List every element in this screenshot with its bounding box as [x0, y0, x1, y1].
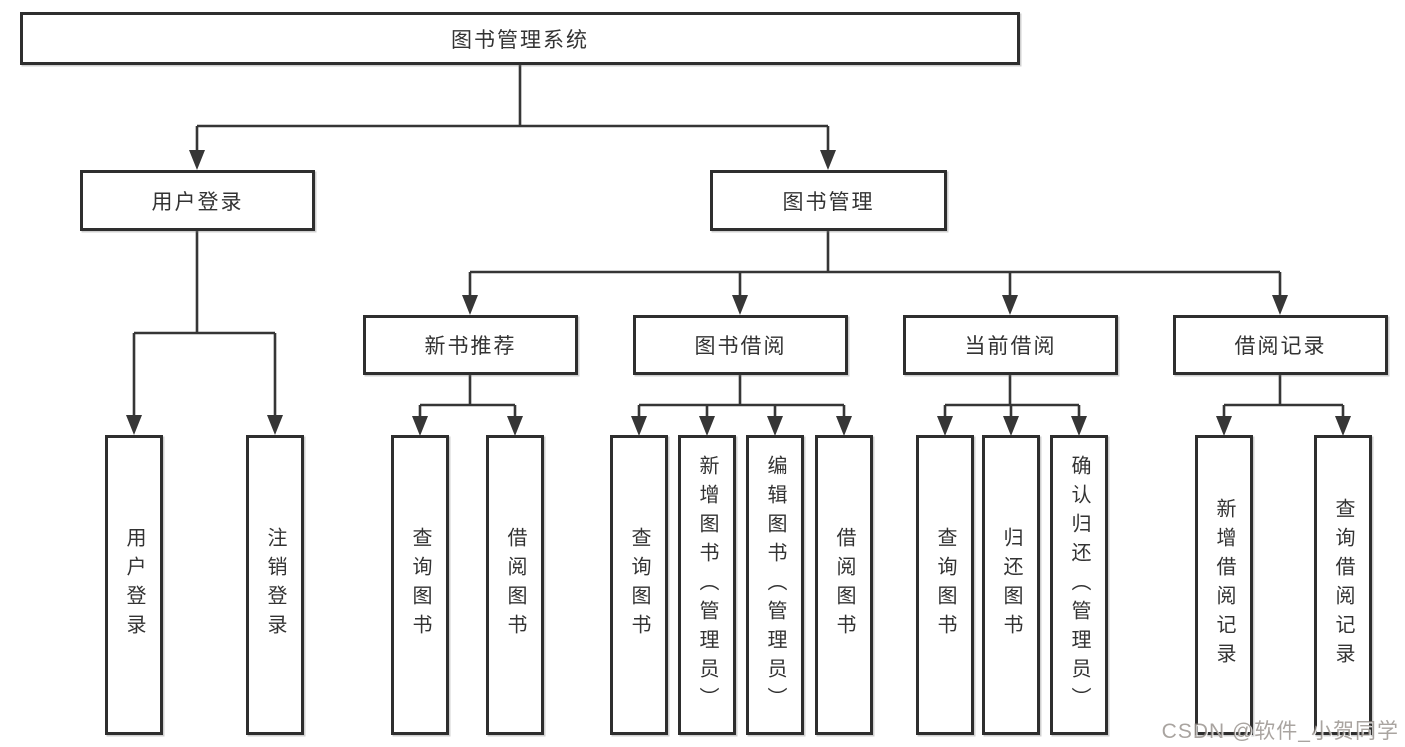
- leaf-confirm-return-admin-label: 确认归还（管理员）: [1068, 454, 1090, 716]
- arrow-down-icon: [1003, 416, 1019, 436]
- leaf-add-borrow-record-label: 新增借阅记录: [1213, 498, 1235, 672]
- node-user-login: 用户登录: [80, 170, 315, 231]
- node-book-borrowing: 图书借阅: [633, 315, 848, 375]
- leaf-query-books-current: 查询图书: [916, 435, 974, 735]
- arrow-down-icon: [767, 416, 783, 436]
- node-book-borrowing-label: 图书借阅: [694, 335, 787, 358]
- connector-user-login-children: [126, 231, 283, 435]
- leaf-confirm-return-admin: 确认归还（管理员）: [1050, 435, 1108, 735]
- leaf-borrow-books-borrowing: 借阅图书: [815, 435, 873, 735]
- arrow-down-icon: [189, 150, 205, 170]
- node-book-management-label: 图书管理: [782, 190, 875, 214]
- connector-root-to-level2: [189, 65, 836, 170]
- leaf-borrow-books-borrowing-label: 借阅图书: [833, 527, 855, 643]
- leaf-logout: 注销登录: [246, 435, 304, 735]
- node-root: 图书管理系统: [20, 12, 1020, 65]
- arrow-down-icon: [631, 416, 647, 436]
- arrow-down-icon: [1335, 416, 1351, 436]
- arrow-down-icon: [1071, 416, 1087, 436]
- arrow-down-icon: [412, 416, 428, 436]
- leaf-query-books-recommend-label: 查询图书: [409, 527, 431, 643]
- connector-book-borrowing-children: [631, 375, 852, 436]
- arrow-down-icon: [1002, 295, 1018, 315]
- node-user-login-label: 用户登录: [151, 190, 244, 214]
- connector-book-management-children: [462, 231, 1288, 315]
- leaf-query-borrow-record-label: 查询借阅记录: [1332, 498, 1354, 672]
- arrow-down-icon: [1216, 416, 1232, 436]
- leaf-borrow-books-recommend-label: 借阅图书: [504, 527, 526, 643]
- node-current-borrowing: 当前借阅: [903, 315, 1118, 375]
- leaf-return-books: 归还图书: [982, 435, 1040, 735]
- leaf-edit-books-admin: 编辑图书（管理员）: [746, 435, 804, 735]
- leaf-query-books-recommend: 查询图书: [391, 435, 449, 735]
- arrow-down-icon: [462, 295, 478, 315]
- leaf-user-login: 用户登录: [105, 435, 163, 735]
- node-borrowing-records-label: 借阅记录: [1234, 335, 1327, 358]
- node-borrowing-records: 借阅记录: [1173, 315, 1388, 375]
- node-book-management: 图书管理: [710, 170, 947, 231]
- connector-borrowing-records-children: [1216, 375, 1351, 436]
- connector-new-book-recommend-children: [412, 375, 523, 436]
- node-current-borrowing-label: 当前借阅: [964, 335, 1057, 358]
- leaf-return-books-label: 归还图书: [1000, 527, 1022, 643]
- watermark: CSDN @软件_小贺同学: [1161, 720, 1399, 743]
- arrow-down-icon: [836, 416, 852, 436]
- arrow-down-icon: [1272, 295, 1288, 315]
- leaf-add-borrow-record: 新增借阅记录: [1195, 435, 1253, 735]
- arrow-down-icon: [267, 415, 283, 435]
- arrow-down-icon: [937, 416, 953, 436]
- leaf-add-books-admin-label: 新增图书（管理员）: [696, 454, 718, 716]
- node-new-book-recommend: 新书推荐: [363, 315, 578, 375]
- leaf-borrow-books-recommend: 借阅图书: [486, 435, 544, 735]
- leaf-logout-label: 注销登录: [264, 527, 286, 643]
- node-new-book-recommend-label: 新书推荐: [424, 335, 517, 358]
- node-root-label: 图书管理系统: [451, 28, 589, 52]
- arrow-down-icon: [732, 295, 748, 315]
- leaf-query-books-borrowing-label: 查询图书: [628, 527, 650, 643]
- arrow-down-icon: [820, 150, 836, 170]
- leaf-query-borrow-record: 查询借阅记录: [1314, 435, 1372, 735]
- leaf-edit-books-admin-label: 编辑图书（管理员）: [764, 454, 786, 716]
- connector-current-borrowing-children: [937, 375, 1087, 436]
- leaf-query-books-borrowing: 查询图书: [610, 435, 668, 735]
- arrow-down-icon: [699, 416, 715, 436]
- leaf-user-login-label: 用户登录: [123, 527, 145, 643]
- arrow-down-icon: [126, 415, 142, 435]
- arrow-down-icon: [507, 416, 523, 436]
- leaf-add-books-admin: 新增图书（管理员）: [678, 435, 736, 735]
- leaf-query-books-current-label: 查询图书: [934, 527, 956, 643]
